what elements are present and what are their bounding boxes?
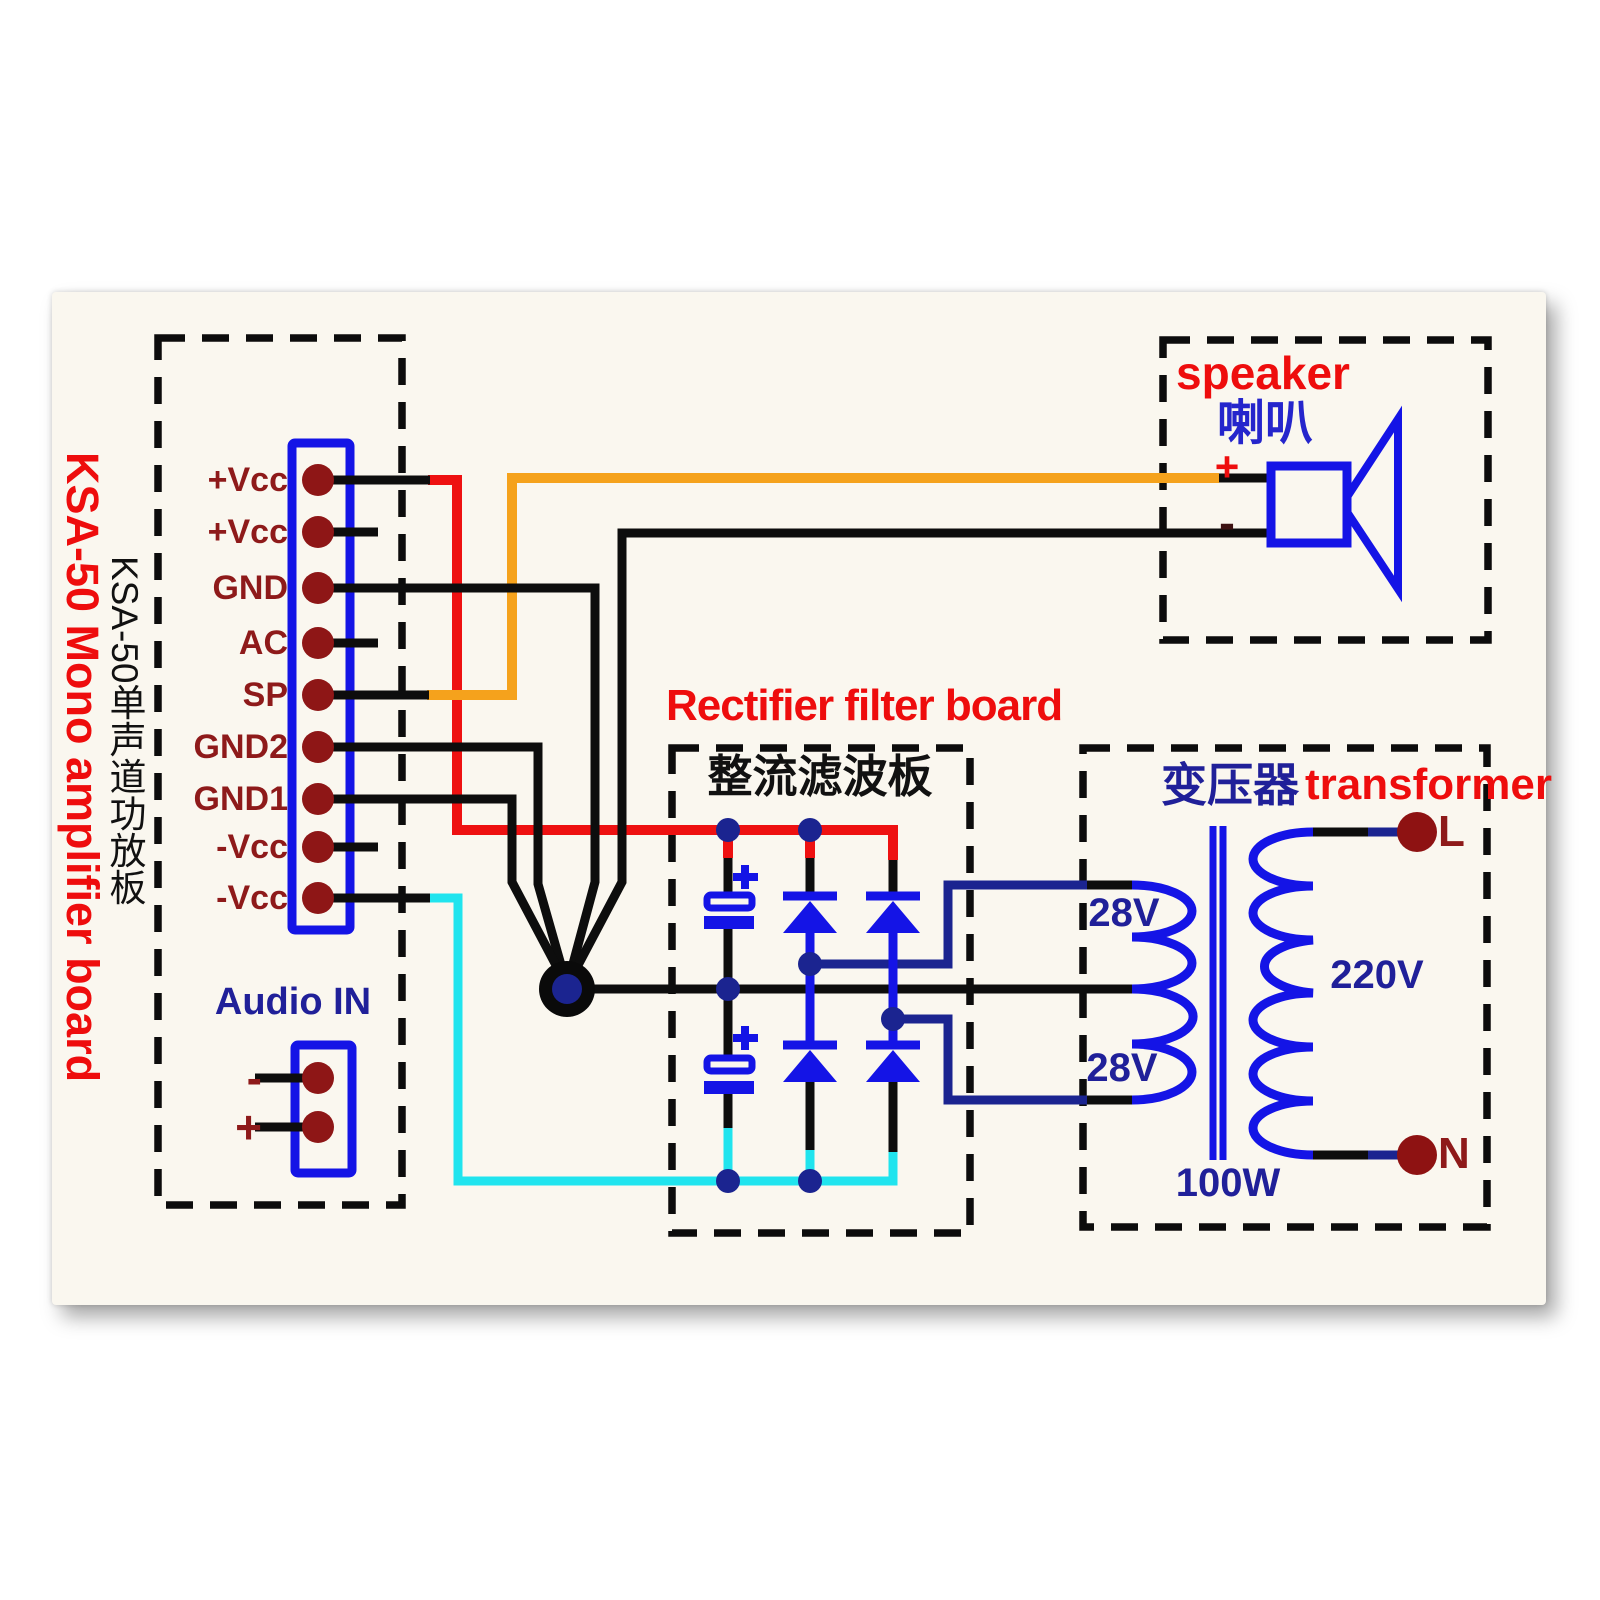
wire-gnd bbox=[318, 583, 600, 988]
amplifier-board-outline bbox=[154, 334, 406, 1209]
transformer-core bbox=[1209, 826, 1227, 1160]
pin-label-sp: SP bbox=[242, 676, 288, 714]
wire-gnd1 bbox=[318, 794, 571, 989]
pin-label-ac: AC bbox=[238, 624, 288, 662]
speaker-label-cn: 喇叭 bbox=[1216, 397, 1313, 450]
transformer-label-en: transformer bbox=[1305, 760, 1552, 809]
wire-28v-bottom bbox=[893, 1014, 1087, 1105]
diagram-page bbox=[52, 292, 1546, 1305]
secondary-220v-label: 220V bbox=[1330, 953, 1424, 997]
capacitor1-plus bbox=[733, 865, 758, 889]
power-100w-label: 100W bbox=[1175, 1161, 1281, 1205]
terminal-L bbox=[1397, 812, 1437, 852]
pin-negvcc2 bbox=[302, 882, 334, 914]
terminal-N bbox=[1397, 1135, 1437, 1175]
audio-in-label: Audio IN bbox=[214, 981, 372, 1023]
speaker-icon bbox=[1266, 405, 1402, 603]
diode-icon bbox=[866, 1050, 920, 1082]
pin-label-gnd: GND bbox=[212, 569, 288, 607]
wire-speaker-minus bbox=[563, 528, 1272, 989]
terminal-L-label: L bbox=[1438, 807, 1465, 856]
secondary-coil bbox=[1248, 827, 1314, 1160]
capacitor2-plus bbox=[733, 1026, 758, 1050]
pin-audio-plus bbox=[302, 1111, 334, 1143]
audio-minus-label: - bbox=[246, 1052, 262, 1104]
audio-in-terminal bbox=[290, 1040, 357, 1178]
transformer-label-cn: 变压器 bbox=[1161, 759, 1299, 811]
capacitor2-top-plate bbox=[703, 1054, 756, 1075]
rectifier-components bbox=[703, 865, 920, 1094]
diode-icon bbox=[783, 901, 837, 933]
wire-28v-top bbox=[810, 880, 1087, 969]
primary-28v-top-label: 28V bbox=[1088, 891, 1160, 935]
terminal-N-label: N bbox=[1438, 1129, 1470, 1178]
wire-negvcc-cyan bbox=[430, 893, 898, 1186]
terminal-strip bbox=[287, 438, 355, 935]
speaker-plus-label: + bbox=[1214, 443, 1240, 490]
speaker-driver bbox=[1266, 461, 1352, 548]
pin-label-negvcc1: -Vcc bbox=[216, 828, 288, 866]
pin-vcc2 bbox=[302, 516, 334, 548]
transformer-box-outline bbox=[1079, 744, 1491, 1231]
wires-black bbox=[255, 473, 1368, 1160]
primary-28v-bottom-label: 28V bbox=[1086, 1046, 1158, 1090]
wires-28v-navy bbox=[810, 827, 1398, 1160]
capacitor2-bottom-plate bbox=[704, 1081, 754, 1094]
diode-icon bbox=[783, 1050, 837, 1082]
speaker-box-outline bbox=[1159, 336, 1492, 644]
pin-label-gnd2: GND2 bbox=[193, 728, 288, 766]
pin-audio-minus bbox=[302, 1062, 334, 1094]
pin-sp bbox=[302, 679, 334, 711]
speaker-minus-label: - bbox=[1219, 497, 1235, 550]
pin-gnd bbox=[302, 572, 334, 604]
amplifier-board-title-en: KSA-50 Mono amplifier board bbox=[57, 452, 108, 1083]
amplifier-board-title-cn: KSA-50单声道功放板 bbox=[104, 556, 145, 906]
wire-gnd2 bbox=[318, 742, 572, 988]
pin-label-vcc1: +Vcc bbox=[207, 461, 288, 499]
pin-gnd1 bbox=[302, 783, 334, 815]
audio-plus-label: + bbox=[235, 1101, 262, 1153]
pin-label-negvcc2: -Vcc bbox=[216, 879, 288, 917]
pin-label-vcc2: +Vcc bbox=[207, 513, 288, 551]
terminal-pins bbox=[302, 464, 1437, 1175]
speaker-label-en: speaker bbox=[1176, 347, 1350, 399]
rectifier-label-cn: 整流滤波板 bbox=[707, 751, 933, 802]
junction-dots bbox=[716, 818, 905, 1193]
capacitor1-bottom-plate bbox=[704, 916, 754, 929]
pin-ac bbox=[302, 627, 334, 659]
rectifier-label-en: Rectifier filter board bbox=[666, 681, 1063, 730]
star-ground-junction bbox=[539, 961, 595, 1017]
transformer-symbol bbox=[1131, 826, 1314, 1160]
pin-gnd2 bbox=[302, 731, 334, 763]
pin-vcc1 bbox=[302, 464, 334, 496]
diode-icon bbox=[866, 901, 920, 933]
primary-coil bbox=[1131, 880, 1198, 1105]
pin-negvcc1 bbox=[302, 831, 334, 863]
pin-label-gnd1: GND1 bbox=[193, 780, 288, 818]
capacitor1-top-plate bbox=[703, 891, 756, 912]
